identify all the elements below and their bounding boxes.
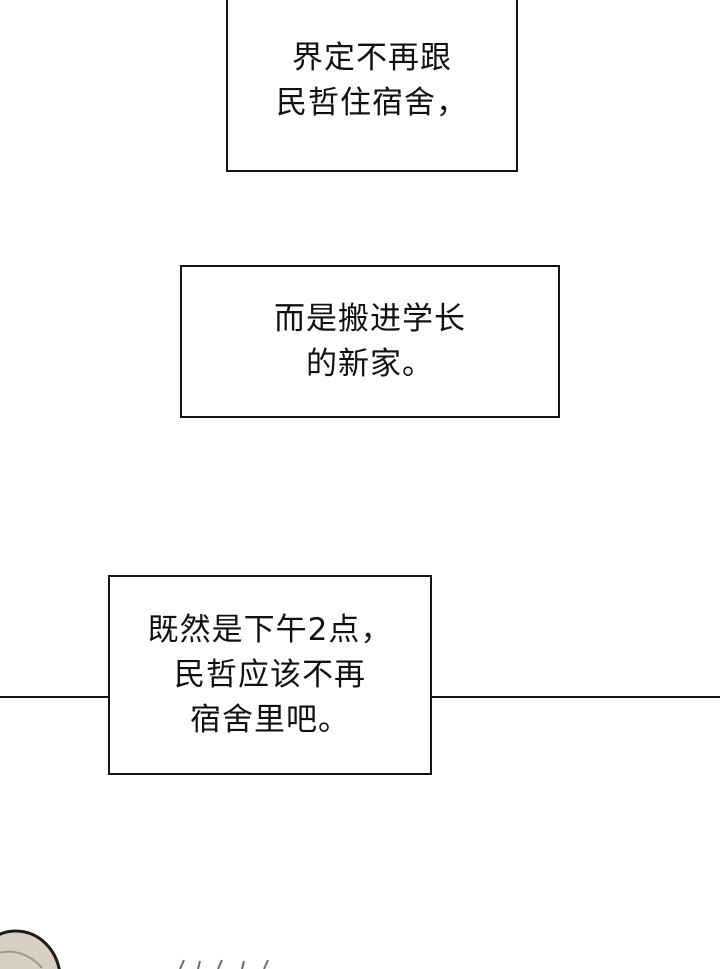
narration-box-2: 而是搬进学长 的新家。: [180, 265, 560, 418]
narration-box-1: 界定不再跟 民哲住宿舍，: [226, 0, 518, 172]
narration-text-line: 民哲应该不再: [174, 656, 366, 693]
narration-text-line: 宿舍里吧。: [190, 701, 350, 738]
character-artwork-cutoff: [0, 929, 61, 969]
cutoff-sfx-strokes: [179, 959, 269, 969]
narration-text-line: 民哲住宿舍，: [276, 85, 468, 121]
narration-box-3: 既然是下午2点， 民哲应该不再 宿舍里吧。: [108, 575, 432, 775]
narration-text-line: 的新家。: [306, 345, 434, 382]
narration-text-line: 既然是下午2点，: [147, 611, 393, 648]
narration-text-line: 界定不再跟: [292, 40, 452, 76]
narration-text-line: 而是搬进学长: [274, 300, 466, 337]
